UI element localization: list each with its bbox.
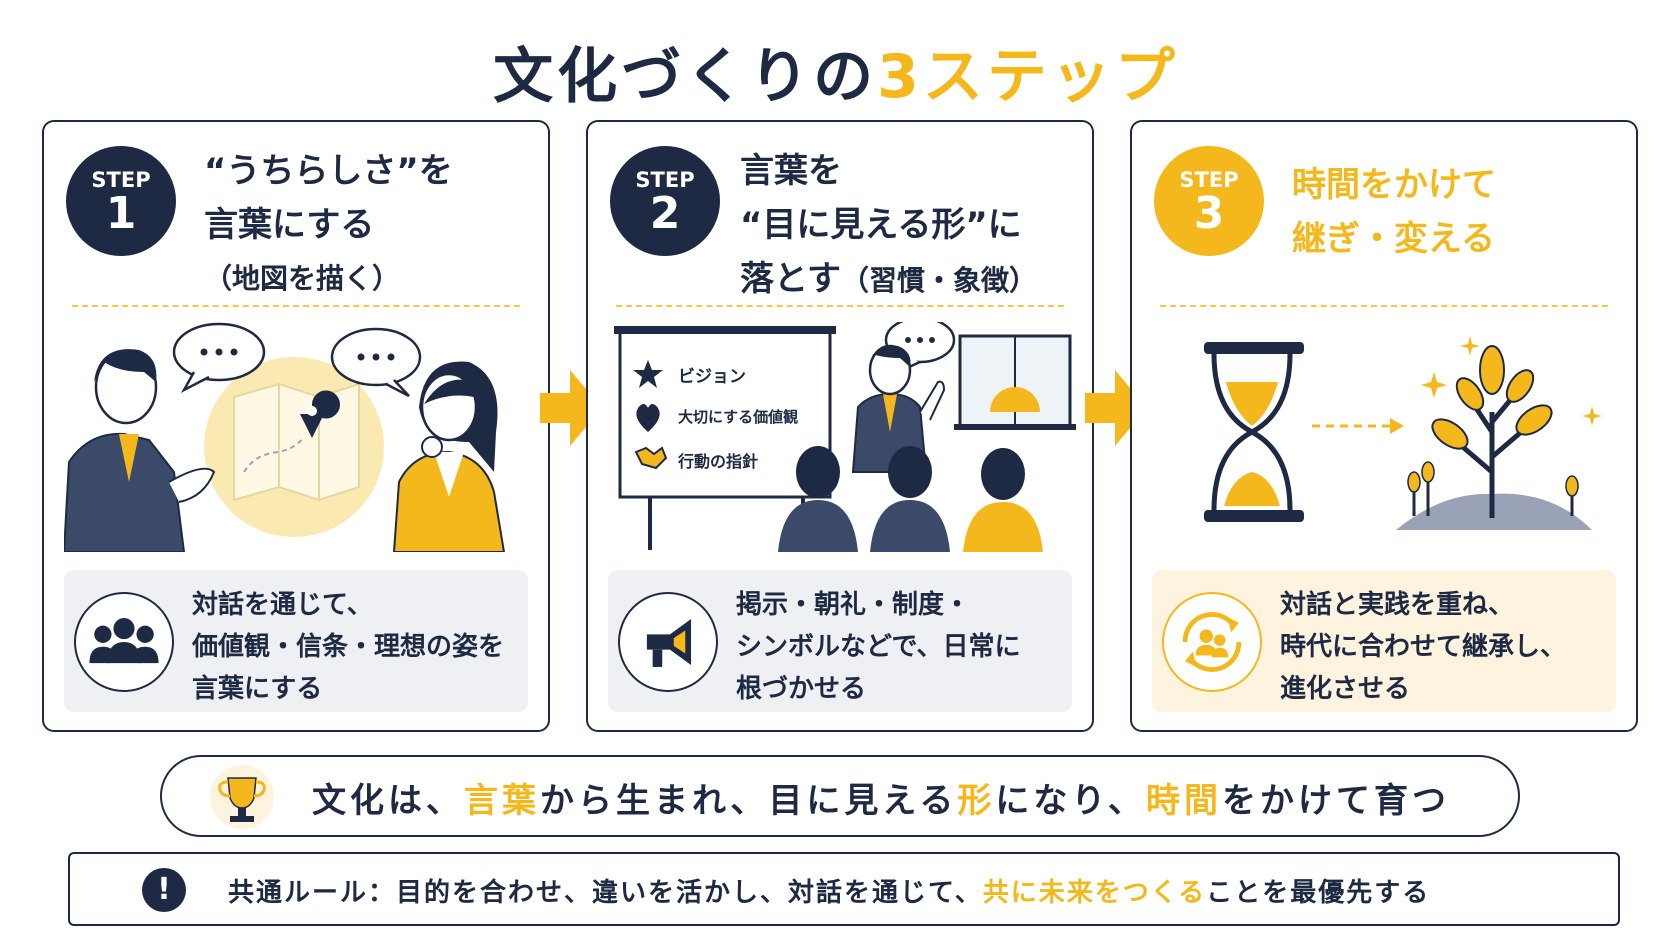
step-badge-label: STEP — [635, 168, 695, 192]
sparkle-icon — [1460, 336, 1480, 356]
note-line: 対話と実践を重ね、 — [1280, 590, 1515, 620]
speech-bubble-icon — [172, 322, 266, 394]
page-title: 文化づくりの3ステップ — [0, 28, 1672, 115]
board-item-values: 大切にする価値観 — [678, 408, 799, 426]
step-badge-number: 1 — [105, 188, 137, 239]
title-main: 文化づくりの — [493, 42, 878, 112]
audience-figure — [963, 448, 1043, 552]
map-pin-icon — [300, 390, 340, 438]
step-heading-line: “目に見える形”に — [740, 205, 1022, 245]
man-figure — [64, 349, 216, 552]
note-line: 時代に合わせて継承し、 — [1280, 632, 1567, 662]
step-card-1: STEP 1 “うちらしさ”を 言葉にする （地図を描く） — [42, 120, 550, 732]
step-note-3: 対話と実践を重ね、 時代に合わせて継承し、 進化させる — [1152, 570, 1616, 712]
growth-illustration — [1204, 336, 1602, 530]
step-badge-3: STEP 3 — [1154, 146, 1264, 256]
note-line: シンボルなどで、日常に — [736, 632, 1021, 662]
step-note-text: 掲示・朝礼・制度・ シンボルなどで、日常に 根づかせる — [736, 584, 1020, 710]
heart-icon — [636, 404, 660, 432]
speech-bubble-icon — [330, 327, 422, 398]
slogan-banner: 文化は、言葉から生まれ、目に見える形になり、時間をかけて育つ — [160, 755, 1520, 837]
board-item-vision: ビジョン — [678, 367, 746, 387]
step-heading-3: 時間をかけて 継ぎ・変える — [1292, 158, 1496, 266]
step-badge-2: STEP 2 — [610, 146, 720, 256]
step-heading-line: “うちらしさ”を — [204, 151, 453, 191]
audience-figure — [870, 446, 950, 552]
map-icon — [233, 382, 360, 502]
step-heading-line: 落とす（習慣・象徴） — [740, 259, 1037, 299]
dialogue-map-illustration — [64, 322, 506, 552]
step-heading-1: “うちらしさ”を 言葉にする （地図を描く） — [204, 144, 453, 306]
sparkle-icon — [1582, 406, 1602, 426]
step-badge-number: 2 — [649, 188, 681, 239]
arrow-right-icon — [540, 370, 602, 446]
note-line: 進化させる — [1280, 674, 1411, 704]
divider — [72, 305, 520, 307]
step-badge-1: STEP 1 — [66, 146, 176, 256]
step-heading-line: （地図を描く） — [204, 262, 401, 295]
plant-icon — [1396, 345, 1592, 530]
common-rule-box: ! 共通ルール：目的を合わせ、違いを活かし、対話を通じて、共に未来をつくることを… — [68, 852, 1620, 926]
step-note-text: 対話と実践を重ね、 時代に合わせて継承し、 進化させる — [1280, 584, 1566, 710]
presentation-illustration: ビジョン 大切にする価値観 行動の指針 — [608, 322, 1076, 552]
step-badge-label: STEP — [91, 168, 151, 192]
step-badge-number: 3 — [1193, 188, 1225, 239]
divider — [1160, 305, 1608, 307]
handshake-icon — [634, 446, 668, 470]
title-accent: 3ステップ — [877, 42, 1179, 112]
step-heading-line: 継ぎ・変える — [1292, 219, 1495, 259]
note-line: 根づかせる — [736, 674, 867, 704]
step-badge-label: STEP — [1179, 168, 1239, 192]
step-heading-line: 言葉を — [740, 151, 842, 191]
star-icon — [633, 360, 663, 388]
people-icon — [74, 592, 174, 692]
sun-icon — [990, 387, 1040, 412]
step-heading-line: 言葉にする — [204, 205, 375, 245]
megaphone-icon — [618, 592, 718, 692]
board-item-guideline: 行動の指針 — [678, 452, 759, 471]
step-note-text: 対話を通じて、 価値観・信条・理想の姿を 言葉にする — [192, 584, 504, 710]
audience-figure — [778, 446, 858, 552]
step-heading-line: 時間をかけて — [1292, 165, 1496, 205]
step-note-2: 掲示・朝礼・制度・ シンボルなどで、日常に 根づかせる — [608, 570, 1072, 712]
arrow-right-icon — [1085, 370, 1147, 446]
note-line: 掲示・朝礼・制度・ — [736, 590, 971, 620]
slogan-text: 文化は、言葉から生まれ、目に見える形になり、時間をかけて育つ — [312, 781, 1450, 821]
step-card-3: STEP 3 時間をかけて 継ぎ・変える — [1130, 120, 1638, 732]
alert-icon: ! — [142, 868, 186, 912]
note-line: 対話を通じて、 — [192, 590, 373, 620]
hourglass-icon — [1204, 342, 1304, 522]
note-line: 言葉にする — [192, 674, 323, 704]
sparkle-icon — [1421, 372, 1447, 398]
note-line: 価値観・信条・理想の姿を — [192, 632, 505, 662]
cycle-people-icon — [1162, 592, 1262, 692]
presenter-figure — [851, 344, 946, 473]
trophy-icon — [210, 765, 274, 829]
woman-figure — [392, 361, 506, 552]
step-heading-2: 言葉を “目に見える形”に 落とす（習慣・象徴） — [740, 144, 1037, 308]
step-card-2: STEP 2 言葉を “目に見える形”に 落とす（習慣・象徴） — [586, 120, 1094, 732]
divider — [616, 305, 1064, 307]
step-note-1: 対話を通じて、 価値観・信条・理想の姿を 言葉にする — [64, 570, 528, 712]
common-rule-text: 共通ルール：目的を合わせ、違いを活かし、対話を通じて、共に未来をつくることを最優… — [228, 878, 1431, 908]
